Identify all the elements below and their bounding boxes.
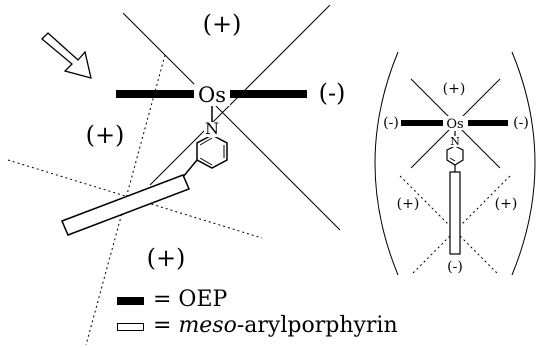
inset-diagram [374,51,536,276]
inset-minus-bottom: (-) [447,259,463,275]
inset-right-paren [511,51,536,276]
dotted-line-lower [7,159,263,239]
minus-label-right: (-) [319,79,346,107]
legend-oep-label: = OEP [153,287,228,312]
inset-meso-arylporphyrin-bar [449,171,461,255]
inset-dotted-line-2 [411,175,511,275]
legend: = OEP = meso-arylporphyrin [117,287,398,338]
inset-plus-top: (+) [443,81,466,97]
cone-line-nw-se [122,12,341,231]
plus-label-top: (+) [203,10,242,38]
inset-oep-bar-right [468,120,508,126]
pyridine-aryl-bond [182,159,198,178]
inset-os-label: Os [446,117,463,132]
inset-minus-right: (-) [513,115,529,131]
legend-meso-rest: -arylporphyrin [237,313,398,338]
n-label: N [205,119,219,138]
oep-bar-left [116,90,197,98]
legend-meso-italic: meso [178,313,236,338]
inset-dotted-line-1 [399,175,499,275]
meso-arylporphyrin-bar [61,174,190,236]
inset-plus-left: (+) [397,196,420,212]
pyridine-inner-bond-3 [199,157,213,166]
oep-bar-right [230,90,307,98]
inset-pyridine-ring [446,145,464,166]
plus-label-bottom: (+) [147,244,186,272]
hollow-arrow [41,32,92,79]
pyridine-ring [196,134,228,169]
inset-pyridine-inner-bond [449,157,456,162]
inset-minus-left: (-) [383,115,399,131]
inset-left-paren [374,51,399,276]
plus-label-left: (+) [86,121,125,149]
inset-plus-right: (+) [495,196,518,212]
legend-meso-swatch [117,323,144,331]
legend-oep-swatch [117,297,144,305]
legend-meso-label: = meso-arylporphyrin [153,313,398,338]
inset-n-label: N [450,135,460,148]
os-label: Os [198,83,226,107]
pyridine-inner-bond-1 [199,137,213,146]
inset-oep-bar-left [401,120,443,126]
main-diagram [7,4,341,346]
